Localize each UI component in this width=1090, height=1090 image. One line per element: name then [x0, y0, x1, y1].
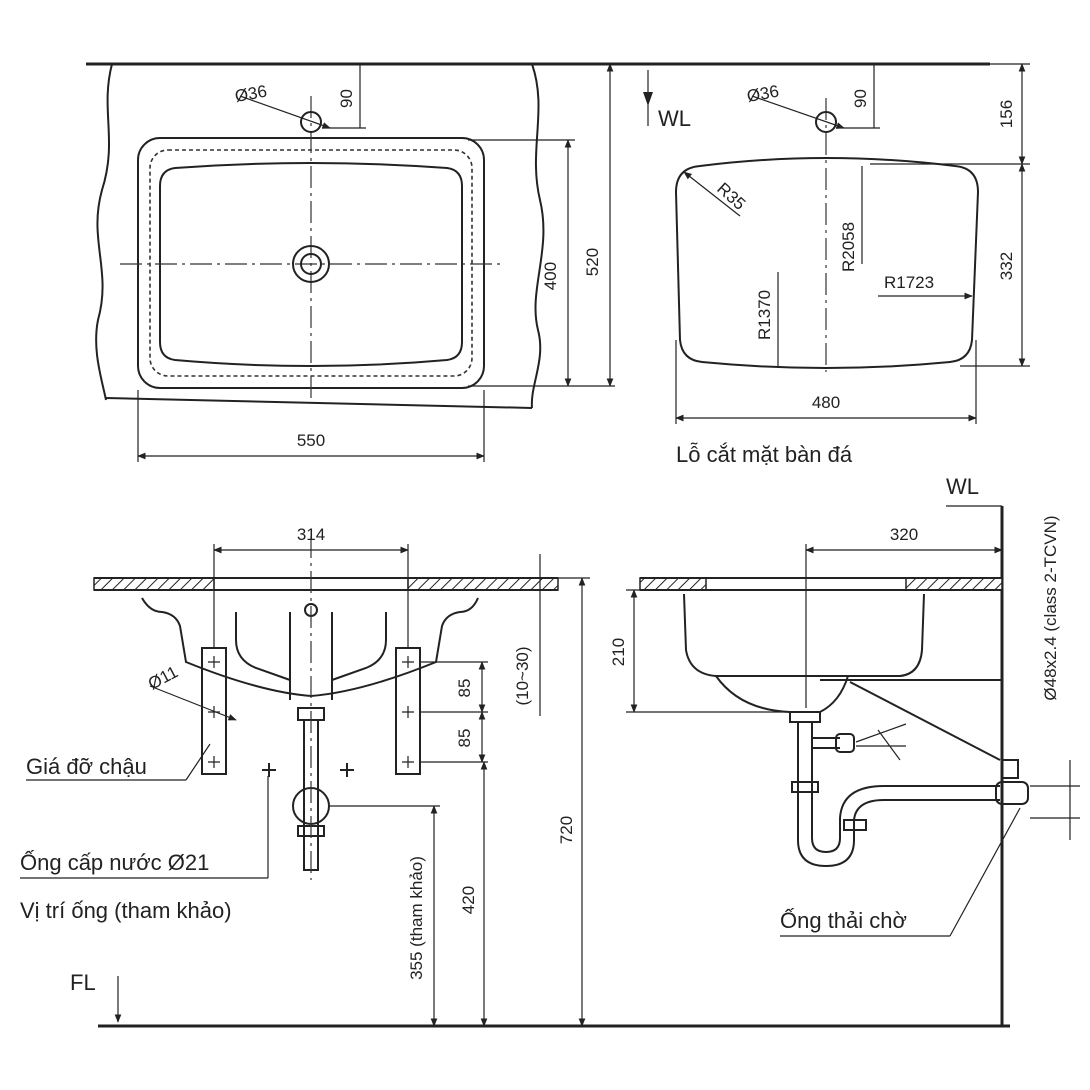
side-trap-nut [791, 781, 819, 793]
cutout-hole-leader [751, 95, 845, 129]
cutout-hole-dia: Ø36 [745, 82, 780, 106]
side-basin-bottom [715, 675, 849, 713]
waste-pipe-label: Ống thải chờ [780, 907, 907, 933]
counter-front-edge [105, 397, 533, 409]
cutout-back-radius: R1370 [755, 290, 774, 340]
supply-valves [262, 763, 354, 777]
top-width: 550 [297, 431, 325, 450]
wall-offset: 320 [890, 525, 918, 544]
wl-label-top: WL [658, 106, 691, 131]
bracket-label: Giá đỡ chậu [26, 754, 147, 779]
counter-hatch-right-a [407, 577, 559, 591]
cutout-width: 480 [812, 393, 840, 412]
counter-height: 720 [557, 816, 576, 844]
side-counter-hatch-l [639, 577, 707, 591]
bowl-depth: 210 [609, 638, 628, 666]
cutout-hole-offset: 90 [851, 89, 870, 108]
counter-hatch-left-a [93, 577, 215, 591]
bracket-bolts [208, 656, 414, 768]
wl-label-side: WL [946, 474, 979, 499]
drain-ref-height: 355 (tham khảo) [407, 856, 426, 980]
top-inner-depth: 400 [541, 262, 560, 290]
p-trap [797, 785, 1000, 868]
side-support-diag [849, 681, 1001, 761]
wl-arrow [643, 92, 653, 106]
side-elevation-view: WL 320 210 Ø48 [609, 474, 1080, 1026]
bracket-span: 314 [297, 525, 325, 544]
hole-leader [239, 95, 331, 129]
basin-body [141, 597, 479, 698]
pipe-position-label: Vị trí ống (tham khảo) [20, 898, 232, 923]
side-basin [683, 593, 925, 677]
cutout-plan-view: Ø36 90 156 332 R35 R2058 R1723 R1370 480… [674, 63, 1030, 467]
cutout-corner-radius: R35 [713, 179, 749, 214]
cutout-outline [674, 157, 980, 369]
r35-leader [683, 171, 741, 217]
break-line-right [530, 63, 545, 409]
cutout-front-radius: R2058 [839, 222, 858, 272]
bracket-gap-2: 85 [455, 729, 474, 748]
basin-bowl-lines [235, 612, 387, 681]
front-elevation-view: 314 Ø11 85 85 (10~30) 420 355 (tham khảo… [20, 525, 1010, 1028]
bolt-dia: Ø11 [145, 662, 181, 693]
bracket-leader [185, 743, 211, 781]
faucet-hole [300, 111, 322, 133]
cutout-top-offset: 156 [997, 100, 1016, 128]
cutout-side-radius: R1723 [884, 273, 934, 292]
drain-inner [300, 253, 322, 275]
wall-flange [995, 781, 1029, 805]
cutout-depth: 332 [997, 252, 1016, 280]
cutout-faucet-hole [815, 111, 837, 133]
supply-pipe-label: Ống cấp nước Ø21 [20, 849, 209, 875]
break-line-left [95, 63, 113, 401]
cutout-caption: Lỗ cắt mặt bàn đá [676, 442, 853, 467]
side-drain-nut [789, 711, 821, 723]
side-counter-hatch-r [905, 577, 1003, 591]
drain-pipe-dim: Ø48x2.4 (class 2-TCVN) [1041, 515, 1060, 700]
top-hole-dia: Ø36 [233, 82, 268, 106]
trap-nut [843, 819, 867, 831]
top-outer-depth: 520 [583, 248, 602, 276]
floor-label: FL [70, 970, 96, 995]
side-supply-valve [835, 733, 855, 753]
waste-leader [949, 807, 1021, 937]
drain-neck [289, 612, 333, 700]
drain-outer [292, 245, 330, 283]
wall-bracket [1001, 759, 1019, 779]
basin-inner-bowl [159, 162, 463, 367]
bracket-gap-1: 85 [455, 679, 474, 698]
top-hole-offset: 90 [337, 89, 356, 108]
counter-thickness: (10~30) [513, 646, 532, 705]
side-hose [855, 723, 907, 761]
bolt-leader [149, 685, 237, 721]
supply-height: 420 [459, 886, 478, 914]
